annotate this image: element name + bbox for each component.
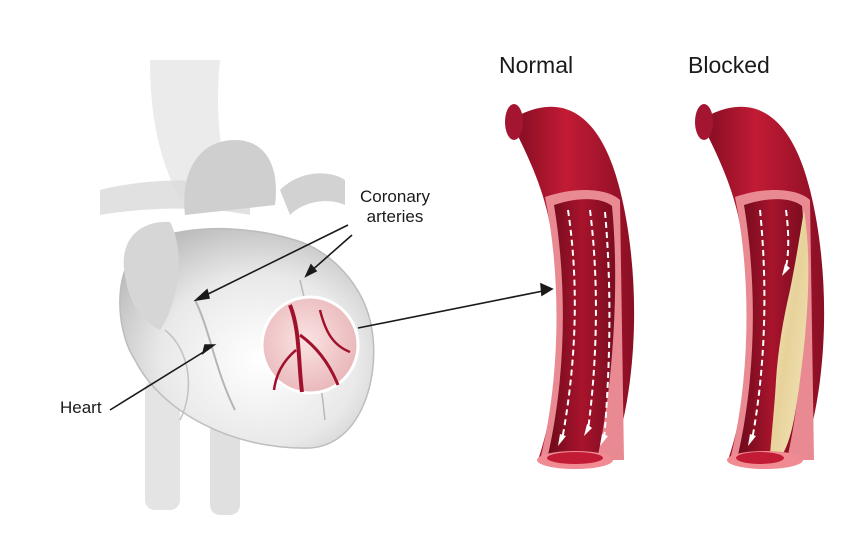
label-heart: Heart [60, 398, 102, 417]
label-coronary-line2: arteries [366, 207, 424, 226]
pointer-lines [109, 224, 554, 411]
label-coronary-arteries: Coronary arteries [350, 187, 440, 227]
label-normal: Normal [499, 52, 574, 78]
heart-illustration [100, 60, 375, 515]
blocked-artery [695, 104, 825, 469]
flow-arrow-icon [561, 209, 611, 441]
label-blocked: Blocked [688, 52, 770, 78]
zoom-circle [260, 295, 360, 395]
label-coronary-line1: Coronary [360, 187, 430, 206]
normal-artery [505, 104, 635, 469]
flow-arrow-icon [751, 209, 790, 441]
plaque [770, 210, 809, 458]
